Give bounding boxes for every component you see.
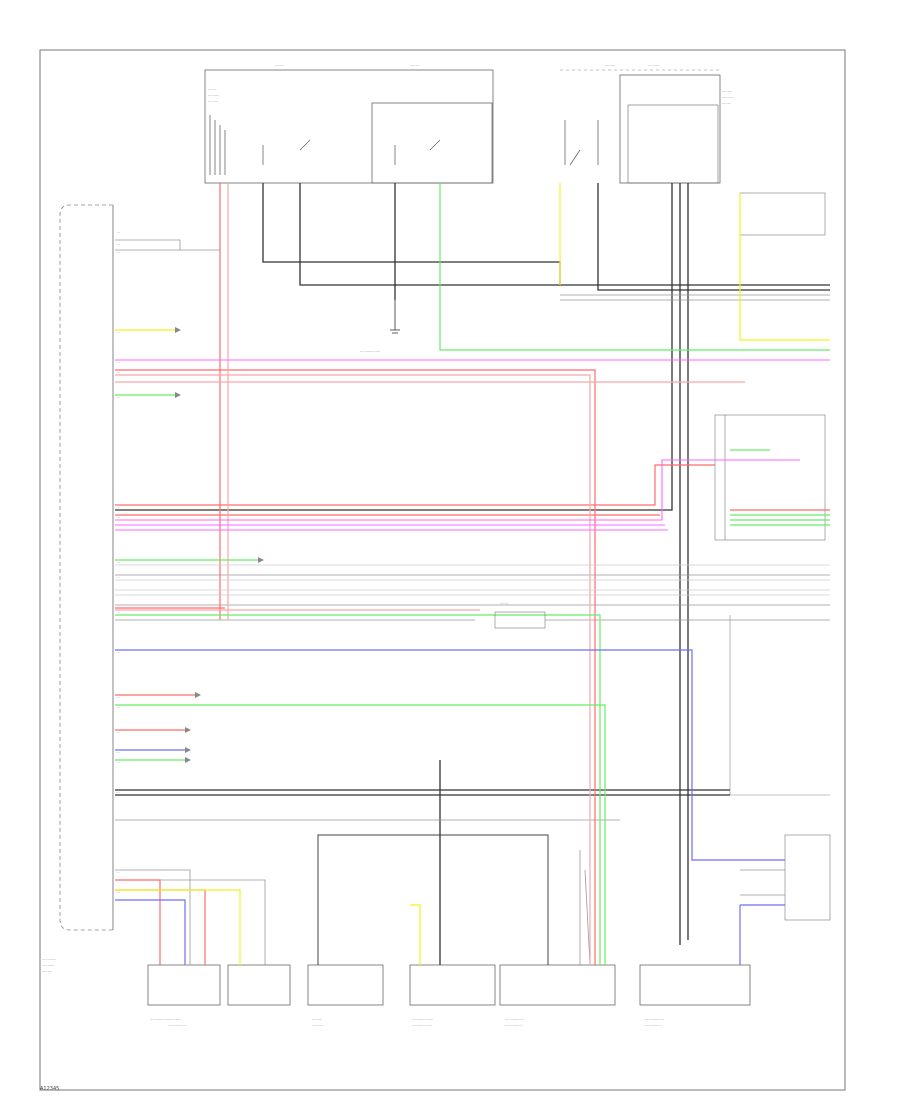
svg-text:..........: .......... bbox=[722, 95, 733, 99]
arrow-markers bbox=[175, 327, 264, 763]
reference-code: A12345 bbox=[40, 1086, 60, 1092]
ecm-pin-labels: ............ ............ ............ .… bbox=[116, 230, 120, 894]
wires-blue bbox=[115, 649, 785, 965]
svg-text:........: ........ bbox=[410, 63, 419, 67]
svg-text:....: .... bbox=[116, 370, 120, 374]
svg-text:.........: ......... bbox=[312, 1017, 322, 1021]
svg-text:..................: .................. bbox=[360, 349, 380, 353]
wires-green bbox=[115, 183, 830, 965]
svg-text:.................: ................. bbox=[645, 1017, 664, 1021]
svg-text:....: .... bbox=[116, 730, 120, 734]
svg-text:....: .... bbox=[116, 230, 120, 234]
svg-text:....: .... bbox=[116, 330, 120, 334]
svg-text:..........: .......... bbox=[208, 93, 219, 97]
svg-text:....: .... bbox=[116, 695, 120, 699]
top-labels: ........ ........ ......... .......... .… bbox=[208, 63, 733, 105]
svg-text:............................: ............................ bbox=[150, 1017, 181, 1021]
svg-text:..........: .......... bbox=[648, 63, 659, 67]
svg-text:....: .... bbox=[116, 790, 120, 794]
svg-text:....: .... bbox=[116, 395, 120, 399]
middle-fuse: ....... bbox=[494, 601, 546, 629]
svg-text:...........: ........... bbox=[42, 963, 54, 967]
svg-text:....: .... bbox=[116, 890, 120, 894]
wires-light-gray bbox=[115, 564, 830, 596]
svg-text:...............: ............... bbox=[505, 1023, 522, 1027]
ground-symbol: .................. bbox=[360, 300, 400, 353]
svg-text:....: .... bbox=[116, 505, 120, 509]
bottom-components bbox=[147, 834, 751, 1006]
wires-red bbox=[115, 183, 830, 965]
svg-text:....: .... bbox=[116, 760, 120, 764]
svg-text:....: .... bbox=[116, 360, 120, 364]
bottom-labels: ............................ ...........… bbox=[150, 1017, 664, 1027]
svg-text:..........: .......... bbox=[312, 1023, 323, 1027]
svg-text:..................: .................. bbox=[412, 1023, 432, 1027]
wires-yellow bbox=[115, 183, 830, 965]
svg-text:...............: ............... bbox=[645, 1023, 662, 1027]
svg-text:.............: ............. bbox=[42, 957, 56, 961]
wires-pink bbox=[115, 183, 745, 965]
svg-text:....: .... bbox=[116, 610, 120, 614]
svg-text:....: .... bbox=[116, 705, 120, 709]
svg-text:....: .... bbox=[116, 250, 120, 254]
svg-text:....: .... bbox=[116, 560, 120, 564]
top-left-fuse-block bbox=[204, 69, 494, 184]
wires-gray bbox=[115, 239, 830, 966]
svg-text:....: .... bbox=[116, 650, 120, 654]
svg-text:.........: ......... bbox=[42, 969, 52, 973]
svg-text:.................: ................. bbox=[505, 1017, 524, 1021]
svg-text:........: ........ bbox=[722, 101, 731, 105]
svg-text:....: .... bbox=[116, 515, 120, 519]
top-right-relay-block bbox=[560, 69, 721, 184]
svg-text:........: ........ bbox=[275, 63, 284, 67]
svg-text:.........: ......... bbox=[722, 89, 732, 93]
svg-text:.......: ....... bbox=[500, 601, 508, 605]
svg-text:....: .... bbox=[116, 575, 120, 579]
svg-text:................: ................ bbox=[168, 1023, 186, 1027]
svg-text:...................: ................... bbox=[412, 1017, 433, 1021]
svg-text:....: .... bbox=[116, 750, 120, 754]
engine-control-module: ............. ........... ......... bbox=[42, 204, 114, 973]
svg-text:....: .... bbox=[116, 242, 120, 246]
outer-frame bbox=[39, 49, 846, 1091]
svg-text:.........: ......... bbox=[605, 63, 615, 67]
right-components bbox=[714, 192, 831, 921]
svg-text:.........: ......... bbox=[208, 99, 218, 103]
svg-text:.......: ....... bbox=[208, 87, 216, 91]
svg-text:....: .... bbox=[116, 870, 120, 874]
wires-magenta bbox=[115, 359, 830, 531]
